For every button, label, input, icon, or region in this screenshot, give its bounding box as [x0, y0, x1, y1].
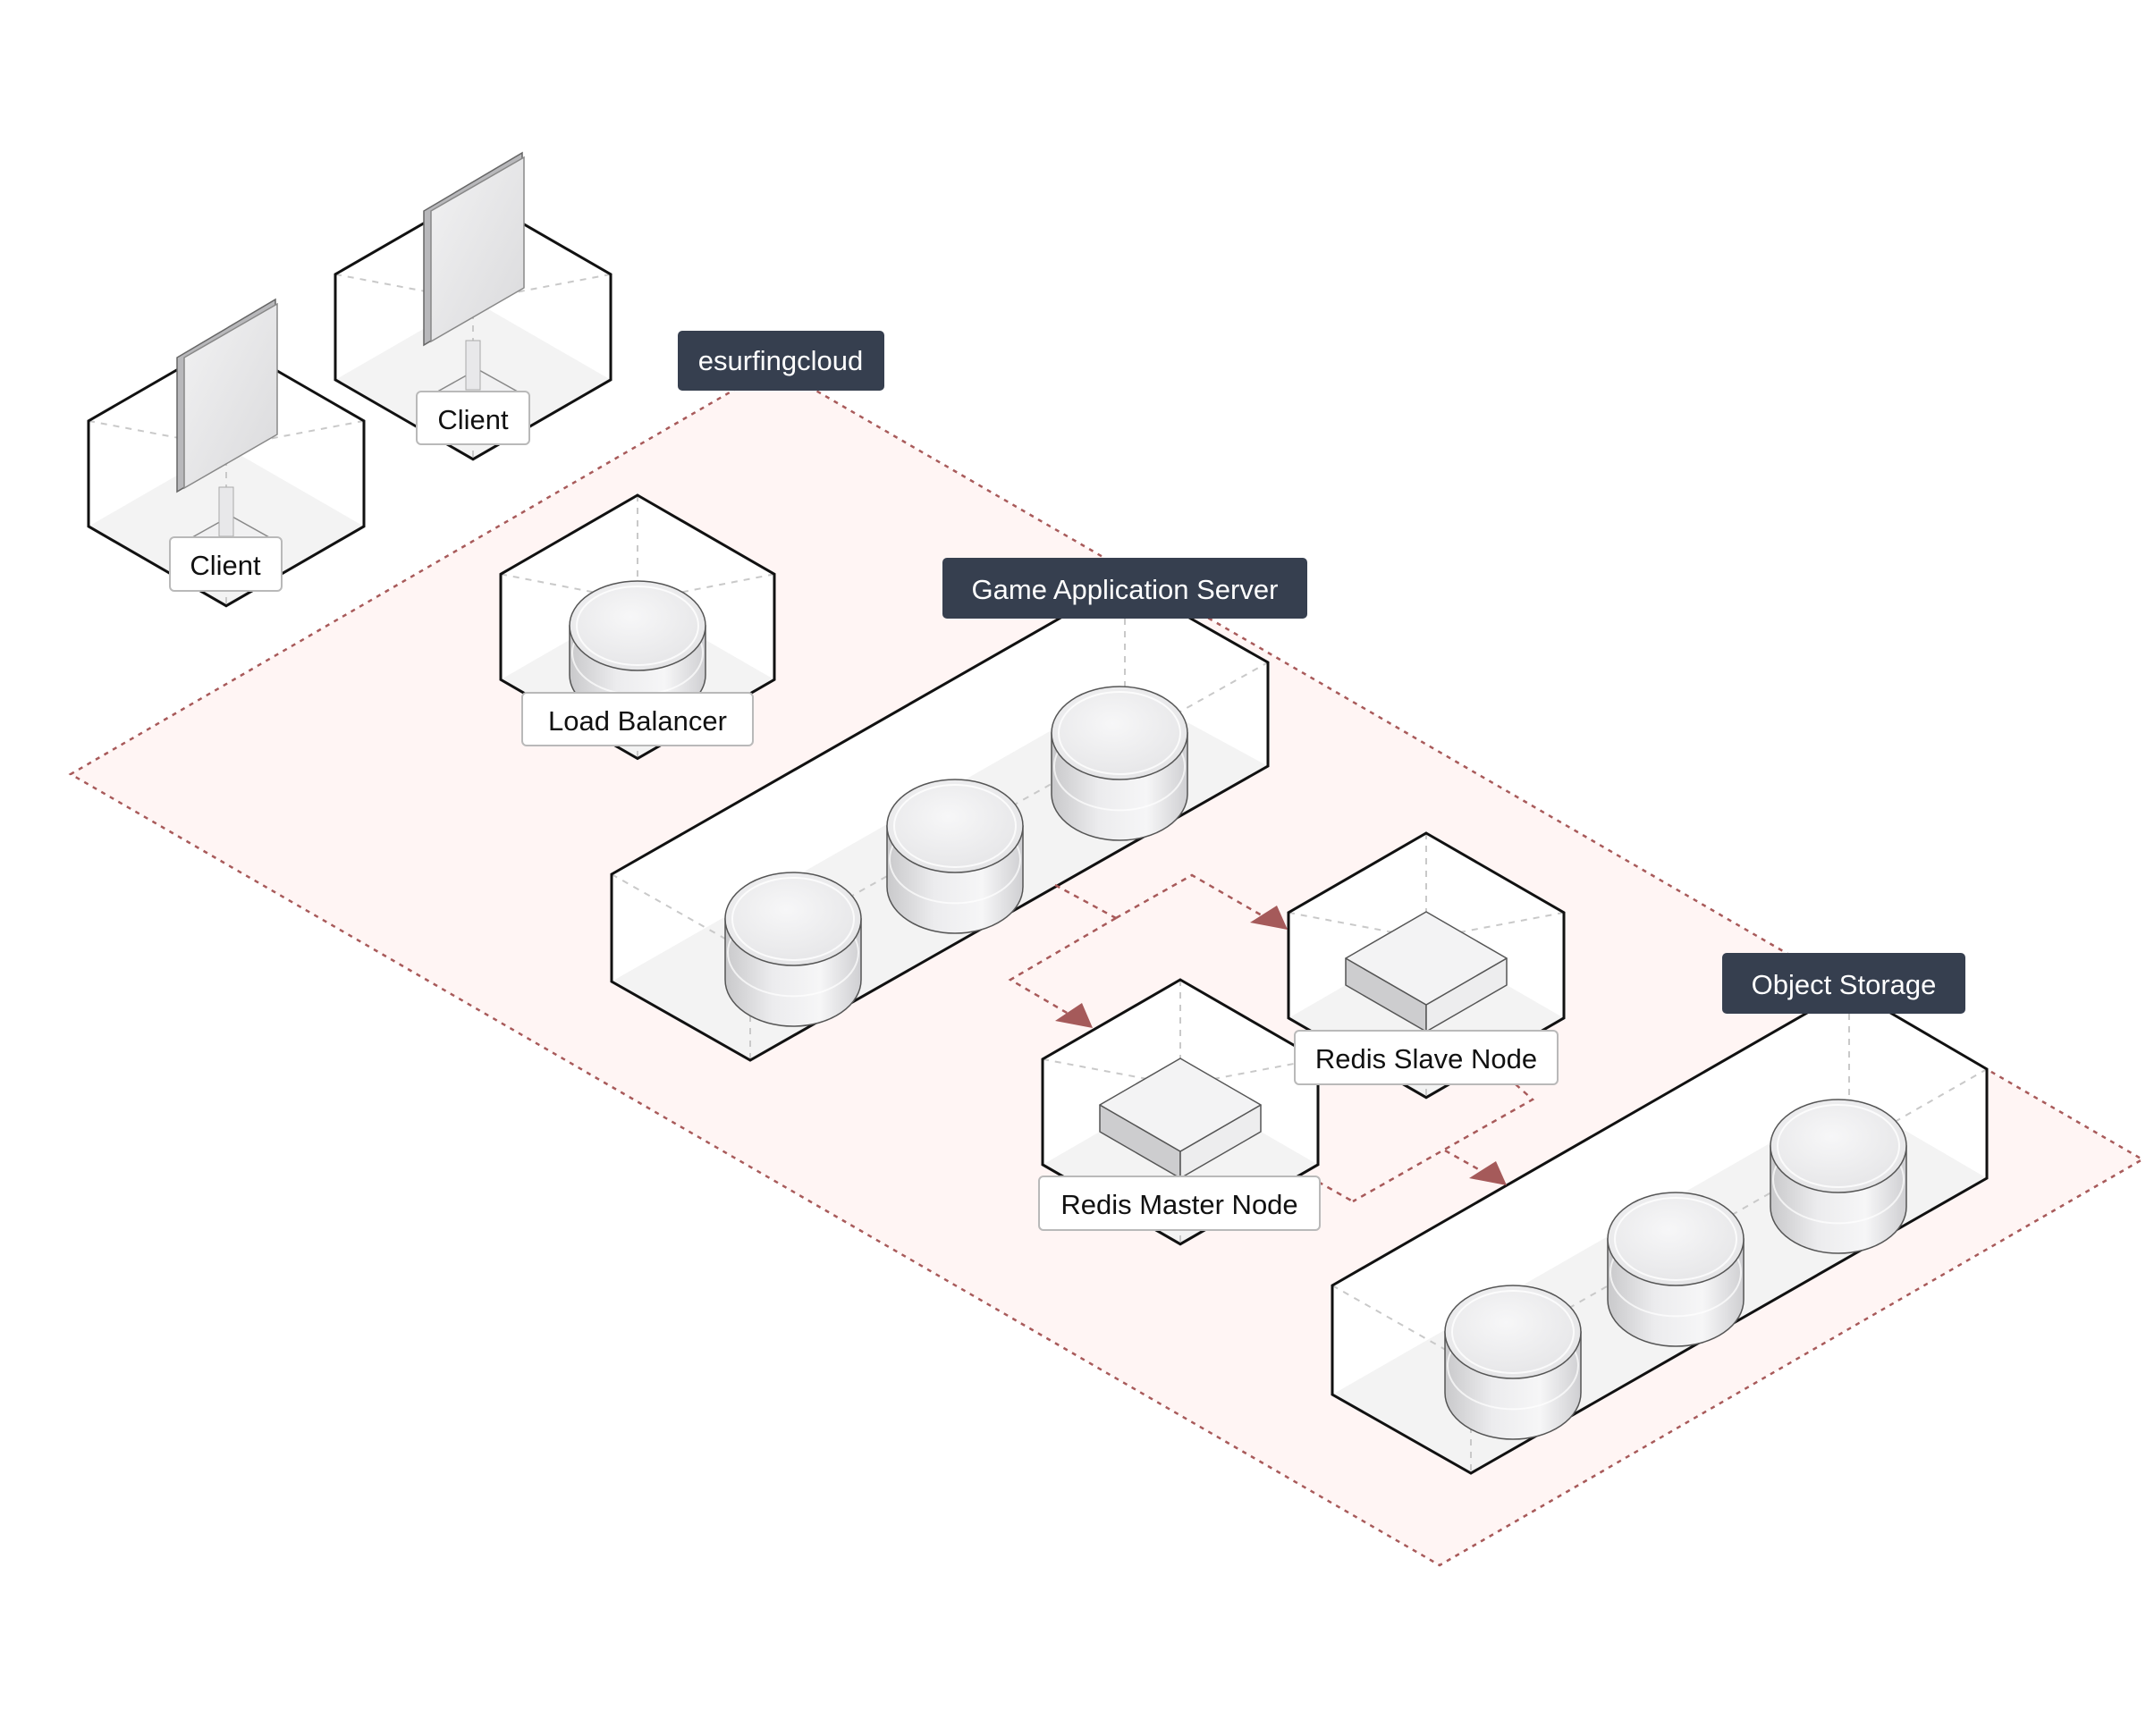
arrow-to-redis-slave-icon [1250, 906, 1288, 930]
connector-to-redis-slave [1115, 873, 1269, 921]
connector-redis-master-out [1317, 1180, 1354, 1203]
cylinder-top [1051, 686, 1188, 780]
group-inner-edge [611, 873, 751, 954]
client-node-1[interactable] [87, 298, 366, 608]
load-balancer-label: Load Balancer [521, 692, 754, 746]
monitor-stand [218, 486, 234, 537]
cylinder-top [886, 779, 1024, 873]
object-storage-group[interactable] [1331, 987, 1989, 1475]
redis-master-label-text: Redis Master Node [1060, 1189, 1297, 1220]
monitor-icon [176, 298, 278, 563]
object-storage-label-text: Object Storage [1752, 969, 1937, 1000]
redis-slave-label: Redis Slave Node [1294, 1030, 1559, 1085]
cylinder-top-highlight [1614, 1197, 1737, 1281]
cylinder-top-highlight [1451, 1290, 1575, 1374]
cylinder-top-highlight [893, 784, 1017, 868]
monitor-screen [430, 156, 525, 343]
game-app-server-group[interactable] [610, 579, 1270, 1062]
cylinder-top [1607, 1192, 1745, 1286]
connector-to-redis-master [1008, 916, 1117, 1018]
redis-node-icon [1345, 911, 1508, 1032]
cylinder-top-highlight [1777, 1104, 1900, 1188]
object-storage-label: Object Storage [1722, 953, 1965, 1014]
connectors [1008, 873, 1535, 1203]
cylinder-top-highlight [731, 877, 855, 961]
connector-to-object-storage [1444, 1149, 1489, 1176]
arrow-to-object-storage-icon [1469, 1161, 1507, 1185]
cylinder-top [724, 872, 862, 966]
group-inner-edge [1331, 1285, 1472, 1365]
monitor-stand [465, 340, 481, 391]
cylinder-top [1444, 1285, 1582, 1379]
game-app-server-label: Game Application Server [942, 558, 1307, 619]
box-outline [1287, 831, 1566, 1100]
client-1-label-text: Client [190, 550, 261, 581]
region-label-text: esurfingcloud [698, 345, 863, 376]
redis-master-label: Redis Master Node [1038, 1176, 1321, 1231]
client-node-2[interactable] [334, 151, 613, 461]
monitor-screen [183, 302, 278, 490]
box-outline [334, 193, 613, 461]
block-top-face [1099, 1058, 1262, 1152]
storage-cylinder-icon [1444, 1285, 1582, 1440]
server-cylinder-icon [1051, 686, 1188, 841]
cylinder-top-highlight [1058, 691, 1181, 775]
client-2-label-text: Client [437, 404, 509, 435]
game-app-server-label-text: Game Application Server [972, 574, 1279, 605]
client-2-label: Client [416, 391, 530, 445]
block-top-face [1345, 911, 1508, 1006]
cylinder-top [1770, 1099, 1907, 1193]
connector-redis-slave-out [1352, 1083, 1535, 1203]
arrow-to-redis-master-icon [1055, 1003, 1093, 1028]
box-outline [499, 493, 776, 761]
cylinder-top [569, 580, 706, 671]
connector-app-to-redis [1054, 883, 1117, 920]
storage-cylinder-icon [1607, 1192, 1745, 1347]
redis-slave-label-text: Redis Slave Node [1315, 1043, 1537, 1074]
client-1-label: Client [169, 536, 283, 592]
load-balancer-label-text: Load Balancer [548, 705, 727, 737]
storage-cylinder-icon [1770, 1099, 1907, 1254]
cylinder-top-highlight [576, 586, 699, 666]
server-cylinder-icon [886, 779, 1024, 934]
redis-node-icon [1099, 1058, 1262, 1179]
region-label: esurfingcloud [678, 331, 884, 391]
box-outline [87, 340, 366, 608]
server-cylinder-icon [724, 872, 862, 1027]
